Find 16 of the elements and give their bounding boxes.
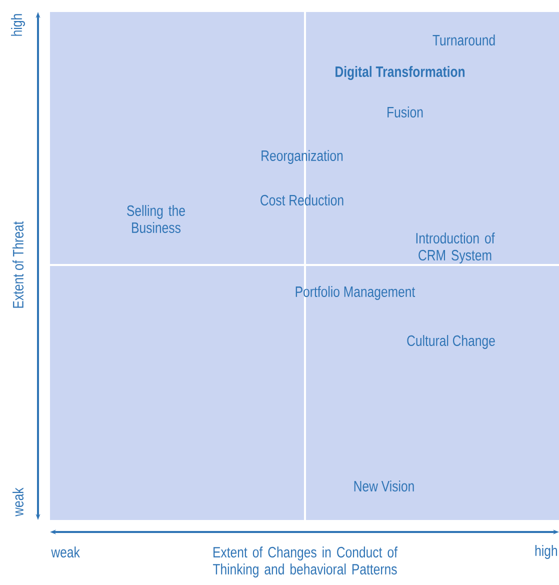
matrix-entry: Turnaround bbox=[432, 34, 495, 46]
axis-end-label: weak bbox=[12, 488, 24, 516]
matrix-entry: Portfolio Management bbox=[296, 286, 416, 300]
matrix-entry: Digital Transformation bbox=[336, 66, 464, 80]
axis-title: Extent of Changes in Conduct of Thinking and behavioral Patterns bbox=[213, 546, 398, 578]
axis-end-label: high bbox=[11, 14, 25, 36]
matrix-entry: Selling the Business bbox=[127, 205, 185, 233]
matrix-entry: Introduction of CRM System bbox=[416, 232, 495, 264]
matrix-entry: New Vision bbox=[354, 480, 414, 492]
axis-title: Extent of Threat bbox=[12, 221, 24, 308]
axis-end-label: high bbox=[535, 545, 557, 559]
matrix-entry: Cultural Change bbox=[407, 335, 495, 349]
matrix-entry: Cost Reduction bbox=[260, 194, 344, 206]
axis-end-label: weak bbox=[51, 546, 80, 558]
matrix-entry: Reorganization bbox=[262, 150, 343, 164]
matrix-entry: Fusion bbox=[388, 106, 423, 118]
